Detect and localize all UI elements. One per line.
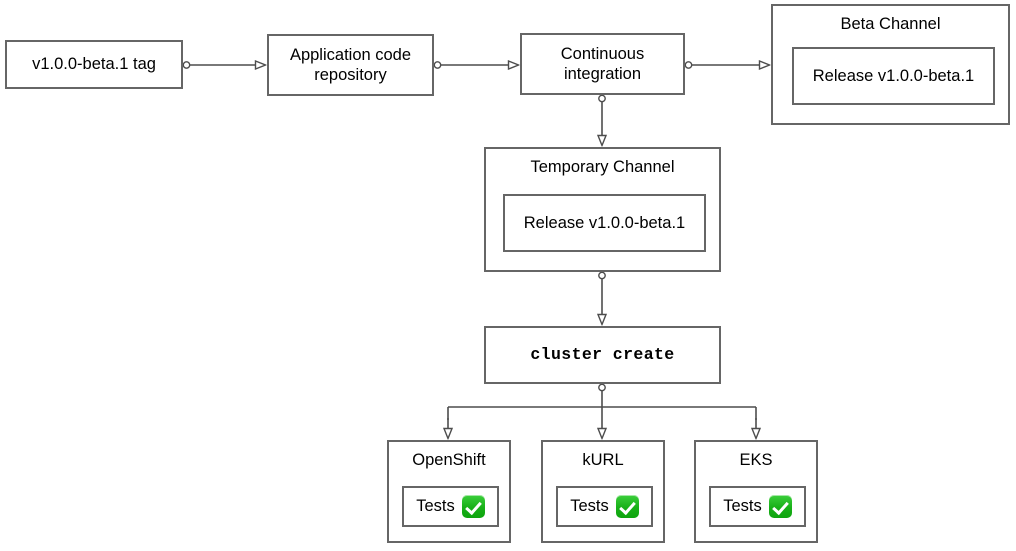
edge-repo-to-ci — [433, 62, 518, 68]
node-temporary-channel-title: Temporary Channel — [530, 158, 675, 176]
node-cluster-create-label: cluster create — [530, 344, 675, 364]
tests-label: Tests — [723, 497, 762, 516]
green-check-icon — [615, 495, 639, 518]
edge-cluster-create-branch — [448, 383, 756, 438]
node-target-eks[interactable]: EKS Tests — [694, 440, 818, 543]
node-version-tag-label: v1.0.0-beta.1 tag — [32, 55, 156, 74]
node-target-kurl-tests[interactable]: Tests — [556, 486, 653, 527]
tests-label: Tests — [570, 497, 609, 516]
edge-tag-to-repo — [182, 62, 265, 68]
node-continuous-integration-label: Continuous integration — [560, 44, 645, 83]
green-check-icon — [768, 495, 792, 518]
node-target-eks-tests[interactable]: Tests — [709, 486, 806, 527]
node-beta-channel[interactable]: Beta Channel Release v1.0.0-beta.1 — [771, 4, 1010, 125]
node-target-kurl-title: kURL — [582, 451, 624, 469]
node-temporary-channel-release[interactable]: Release v1.0.0-beta.1 — [503, 194, 706, 252]
node-temporary-channel-release-label: Release v1.0.0-beta.1 — [523, 213, 686, 232]
node-application-code-repository[interactable]: Application code repository — [267, 34, 434, 96]
node-cluster-create[interactable]: cluster create — [484, 326, 721, 384]
node-temporary-channel[interactable]: Temporary Channel Release v1.0.0-beta.1 — [484, 147, 721, 272]
node-continuous-integration[interactable]: Continuous integration — [520, 33, 685, 95]
node-target-openshift-title: OpenShift — [412, 451, 486, 469]
node-target-openshift[interactable]: OpenShift Tests — [387, 440, 511, 543]
node-target-eks-title: EKS — [739, 451, 773, 469]
node-beta-channel-release[interactable]: Release v1.0.0-beta.1 — [792, 47, 995, 105]
green-check-icon — [461, 495, 485, 518]
node-beta-channel-release-label: Release v1.0.0-beta.1 — [812, 66, 975, 85]
edge-temporary-channel-to-cluster-create — [599, 271, 605, 324]
node-application-code-repository-label: Application code repository — [289, 45, 412, 84]
tests-label: Tests — [416, 497, 455, 516]
node-target-kurl[interactable]: kURL Tests — [541, 440, 665, 543]
edge-ci-to-beta-channel — [684, 62, 769, 68]
node-beta-channel-title: Beta Channel — [840, 15, 941, 33]
edge-ci-to-temporary-channel — [599, 94, 605, 145]
node-version-tag[interactable]: v1.0.0-beta.1 tag — [5, 40, 183, 89]
node-target-openshift-tests[interactable]: Tests — [402, 486, 499, 527]
